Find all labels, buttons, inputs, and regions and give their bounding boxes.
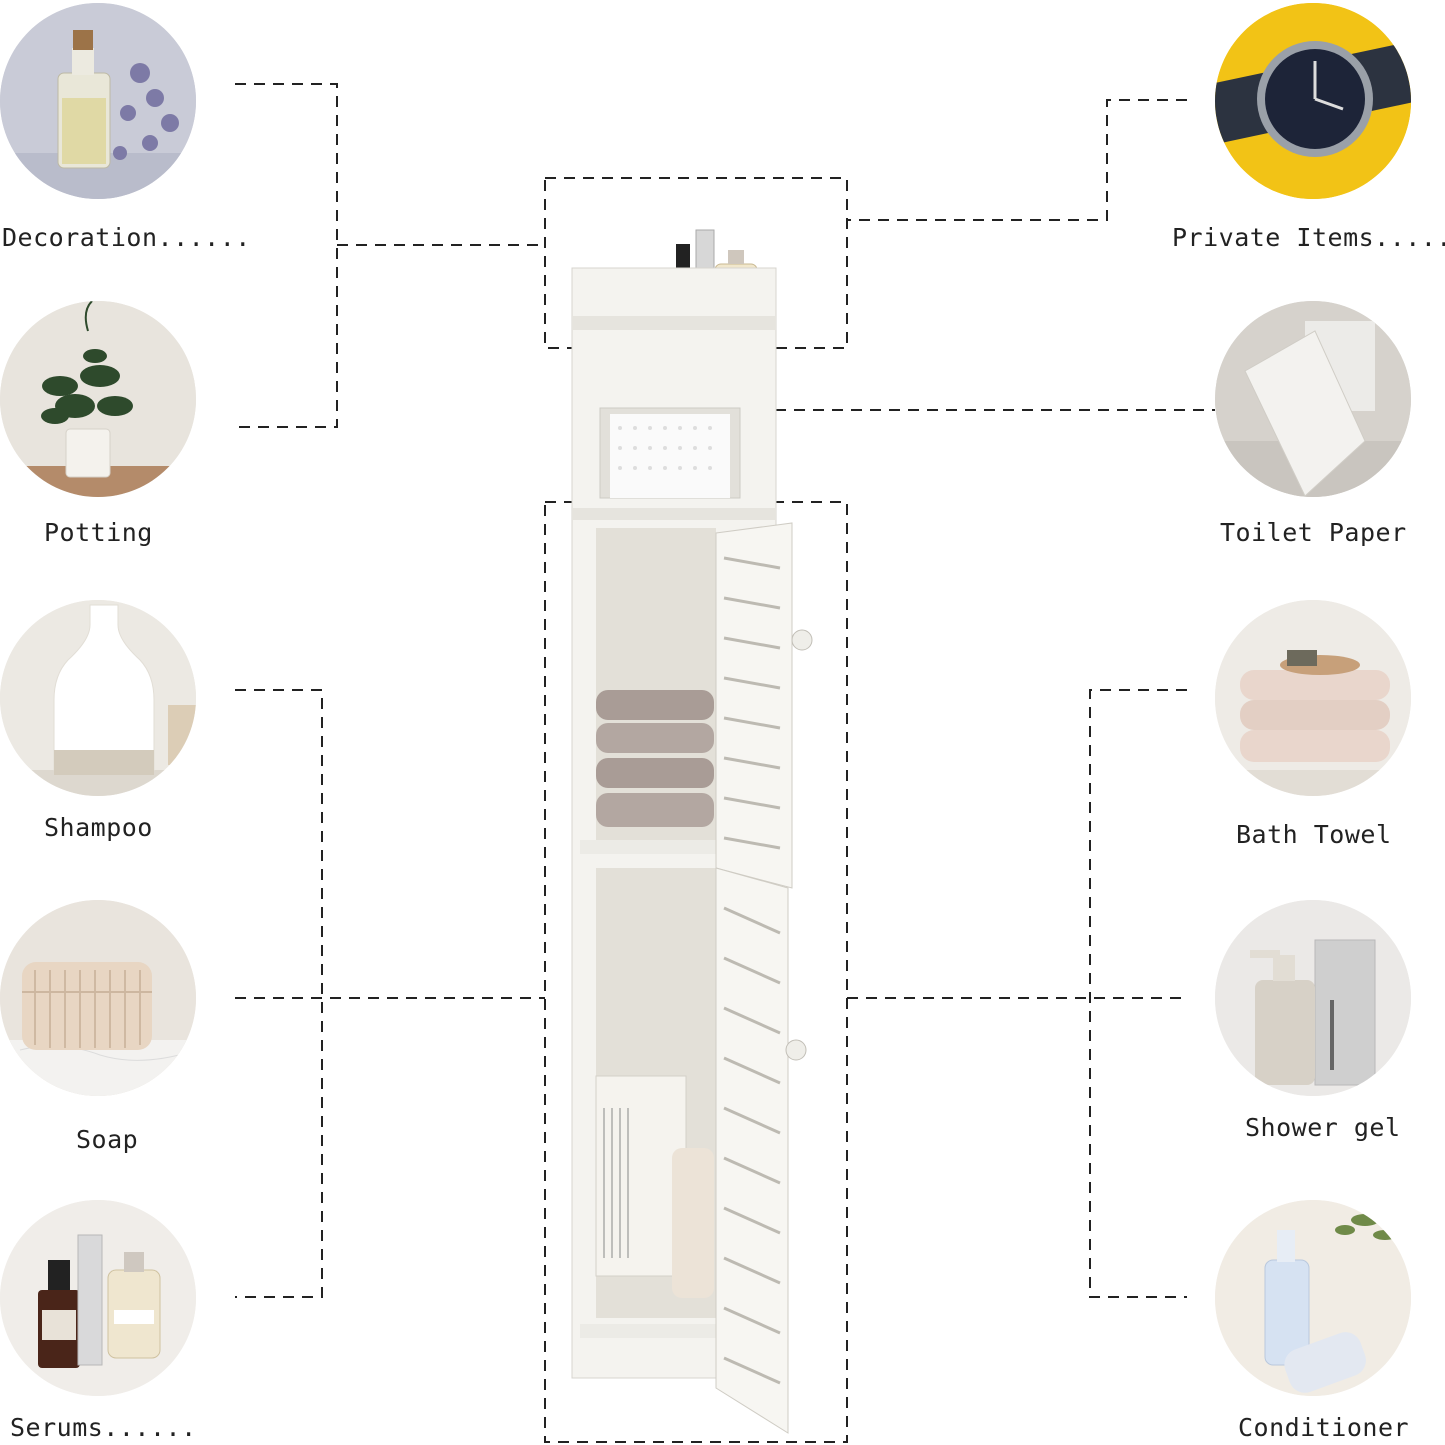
serums-thumbnail — [0, 1200, 196, 1396]
shower-gel-thumbnail — [1215, 900, 1411, 1096]
private-items-thumbnail — [1215, 3, 1411, 199]
shower-gel-label: Shower gel — [1245, 1113, 1401, 1142]
towel-stack-icon — [1215, 600, 1411, 796]
toilet-paper-icon — [1215, 301, 1411, 497]
private-items-label: Private Items..... — [1172, 223, 1445, 252]
serum-bottles-icon — [0, 1200, 196, 1396]
potted-plant-icon — [0, 301, 196, 497]
soap-thumbnail — [0, 900, 196, 1096]
toilet-paper-label: Toilet Paper — [1220, 518, 1407, 547]
toilet-paper-thumbnail — [1215, 301, 1411, 497]
oil-bottle-lavender-icon — [0, 3, 196, 199]
bath-towel-thumbnail — [1215, 600, 1411, 796]
shampoo-label: Shampoo — [44, 813, 153, 842]
conditioner-bottle-icon — [1215, 1200, 1411, 1396]
conditioner-thumbnail — [1215, 1200, 1411, 1396]
wristwatch-icon — [1215, 3, 1411, 199]
potting-label: Potting — [44, 518, 153, 547]
conditioner-label: Conditioner — [1238, 1413, 1410, 1442]
shampoo-bottle-icon — [0, 600, 196, 796]
decoration-thumbnail — [0, 3, 196, 199]
shampoo-thumbnail — [0, 600, 196, 796]
bathroom-cabinet-icon — [571, 229, 813, 1434]
decoration-label: Decoration...... — [2, 223, 251, 252]
soap-label: Soap — [76, 1125, 139, 1154]
potting-thumbnail — [0, 301, 196, 497]
shower-gel-icon — [1215, 900, 1411, 1096]
bath-towel-label: Bath Towel — [1236, 820, 1392, 849]
serums-label: Serums...... — [10, 1413, 197, 1442]
soap-jar-icon — [0, 900, 196, 1096]
